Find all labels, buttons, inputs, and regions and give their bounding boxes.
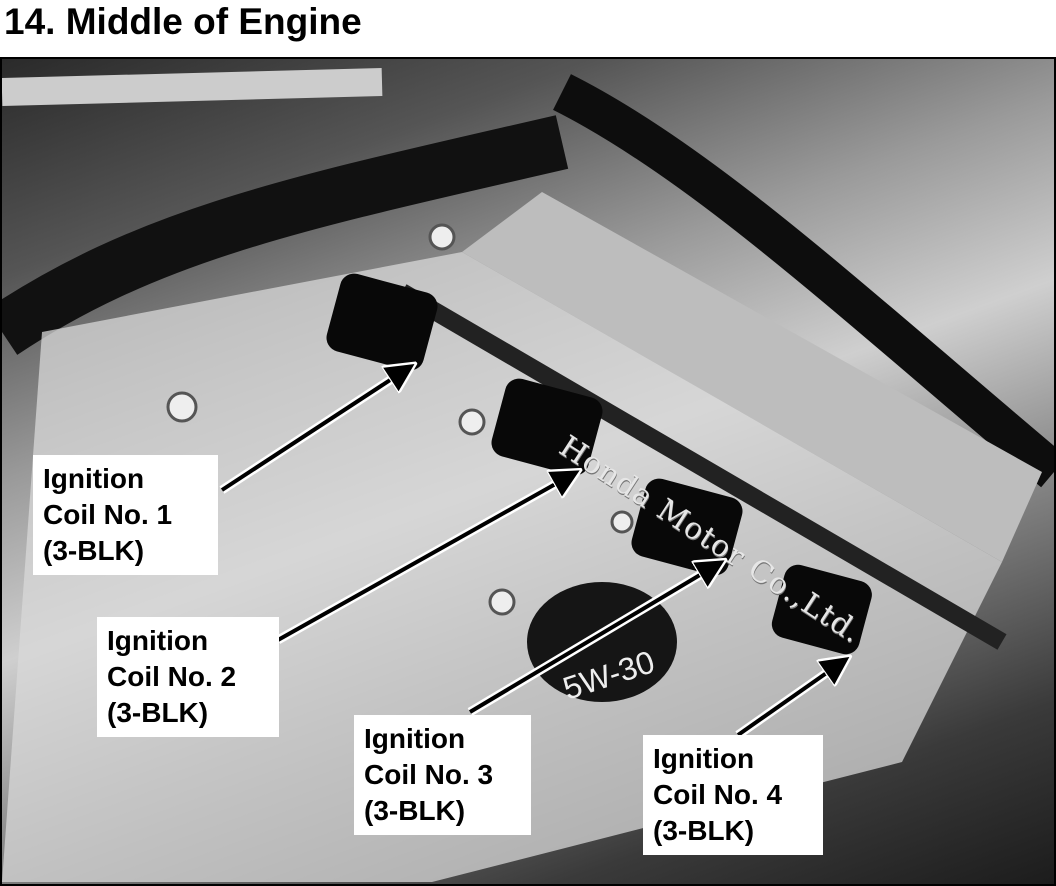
- page-title: 14. Middle of Engine: [4, 1, 362, 42]
- callout-line: Coil No. 1: [43, 499, 173, 530]
- callout-line: (3-BLK): [43, 535, 145, 566]
- callout-line: (3-BLK): [364, 795, 466, 826]
- callout-ignition-coil-4: Ignition Coil No. 4 (3-BLK): [643, 735, 823, 855]
- arrow-coil-4: [736, 660, 845, 737]
- callout-line: Coil No. 2: [107, 661, 237, 692]
- arrow-coil-2: [277, 473, 575, 642]
- callout-line: Coil No. 4: [653, 779, 783, 810]
- callout-ignition-coil-3: Ignition Coil No. 3 (3-BLK): [354, 715, 531, 835]
- callout-line: Ignition: [653, 743, 755, 774]
- callout-line: Ignition: [107, 625, 209, 656]
- callout-ignition-coil-1: Ignition Coil No. 1 (3-BLK): [33, 455, 218, 575]
- callout-line: Ignition: [364, 723, 466, 754]
- callout-line: Coil No. 3: [364, 759, 494, 790]
- callout-line: (3-BLK): [107, 697, 209, 728]
- callout-line: (3-BLK): [653, 815, 755, 846]
- callout-ignition-coil-2: Ignition Coil No. 2 (3-BLK): [97, 617, 279, 737]
- callout-line: Ignition: [43, 463, 145, 494]
- arrow-coil-1: [220, 367, 410, 492]
- arrow-coil-3: [468, 563, 720, 714]
